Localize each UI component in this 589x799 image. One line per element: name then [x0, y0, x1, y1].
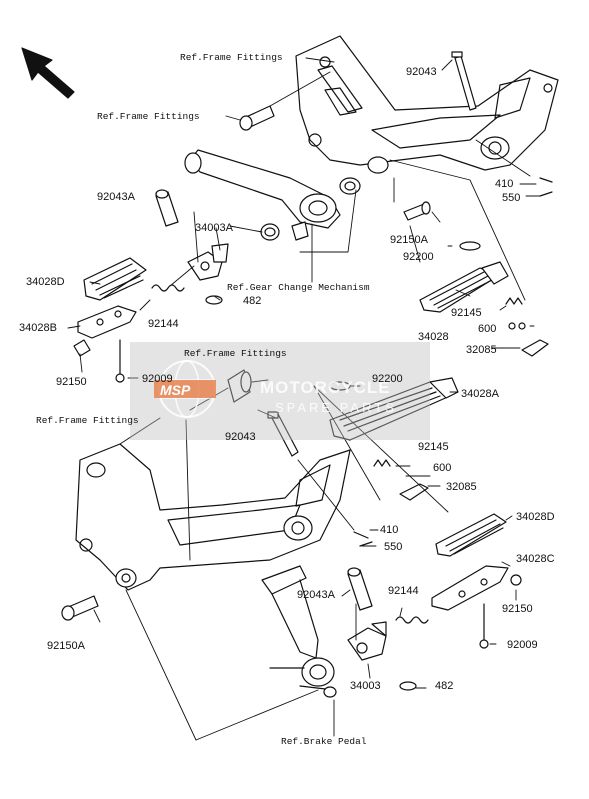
watermark-globe-logo-icon: MSP: [154, 360, 216, 418]
part-label: 92150: [56, 376, 87, 388]
part-label: 34003: [350, 680, 381, 692]
part-label: 92144: [388, 585, 419, 597]
pin-92043A-top: [155, 189, 179, 227]
part-label: 92145: [418, 441, 449, 453]
pin-550-mid: [359, 541, 373, 547]
part-label: 92150A: [390, 234, 428, 246]
front-direction-arrow-icon: [21, 47, 75, 99]
circlip-410-mid: [353, 531, 369, 539]
footpeg-rubber-34028D-bottom: [435, 513, 507, 557]
upper-bracket: [295, 35, 559, 174]
clevis-34003A: [187, 243, 229, 281]
part-label: 600: [478, 323, 497, 335]
spring-92144-top: [151, 284, 185, 292]
spring-92144-bottom: [395, 616, 429, 624]
bolt-92043-mid: [267, 411, 299, 457]
part-label: 32085: [446, 481, 477, 493]
footpeg-bracket-34028B: [77, 305, 137, 339]
spring-92145-top: [505, 297, 523, 305]
part-label: 92009: [507, 639, 538, 651]
watermark-banner: MSP MOTORCYCLE SPARE PARTS: [130, 342, 430, 440]
svg-text:MSP: MSP: [160, 382, 191, 398]
part-label: 550: [502, 192, 521, 204]
ref-frame-fittings-mid: Ref.Frame Fittings: [184, 348, 287, 359]
part-label: 92150: [502, 603, 533, 615]
part-label: 92144: [148, 318, 179, 330]
footpeg-rubber-34028D-top: [83, 257, 147, 301]
part-label: 92200: [403, 251, 434, 263]
pin-92043A-bottom: [347, 567, 373, 611]
part-label: 34028D: [26, 276, 65, 288]
part-label: 34028C: [516, 553, 555, 565]
part-label: 410: [495, 178, 514, 190]
watermark-subtitle: SPARE PARTS: [275, 400, 397, 415]
ref-frame-fittings-top2: Ref.Frame Fittings: [97, 111, 200, 122]
part-label: 92009: [142, 373, 173, 385]
spring-92145-mid: [373, 459, 391, 467]
part-label: 92043A: [297, 589, 335, 601]
footpeg-34028A: [329, 377, 459, 441]
part-label: 550: [384, 541, 403, 553]
part-label: 92043: [406, 66, 437, 78]
bolt-92043-top: [451, 51, 477, 111]
bolt-92150A-top: [403, 201, 431, 221]
part-label: 600: [433, 462, 452, 474]
part-label: 482: [243, 295, 262, 307]
part-label: 92200: [372, 373, 403, 385]
ref-frame-fittings-top1: Ref.Frame Fittings: [180, 52, 283, 63]
bolt-92150-right: [510, 574, 522, 586]
part-label: 92043A: [97, 191, 135, 203]
part-label: 34028D: [516, 511, 555, 523]
part-label: 34028A: [461, 388, 499, 400]
footpeg-bracket-34028C: [431, 565, 509, 611]
ball-600-top: [508, 322, 526, 330]
part-label: 34028B: [19, 322, 57, 334]
ref-brake-pedal: Ref.Brake Pedal: [281, 736, 367, 747]
part-label: 34003A: [195, 222, 233, 234]
part-label: 92150A: [47, 640, 85, 652]
clevis-34003: [347, 621, 387, 661]
part-label: 92145: [451, 307, 482, 319]
bolt-frame-mid: [227, 369, 252, 403]
washer-92200-top: [459, 241, 481, 251]
bolt-92150A-bottom: [61, 595, 99, 621]
detent-32085-top: [521, 339, 549, 357]
part-label: 410: [380, 524, 399, 536]
detent-32085-mid: [399, 483, 429, 501]
bolt-92009-left: [115, 339, 125, 383]
part-label: 34028: [418, 331, 449, 343]
ref-frame-fittings-left: Ref.Frame Fittings: [36, 415, 139, 426]
circlip-410-top: [539, 177, 553, 183]
part-label: 32085: [466, 344, 497, 356]
bolt-frame-top: [239, 105, 275, 131]
washer-482-bottom: [399, 681, 417, 691]
ref-gear-change-mechanism: Ref.Gear Change Mechanism: [227, 282, 370, 293]
shift-lever: [184, 149, 341, 229]
shaft-rings: [260, 177, 361, 241]
brake-pedal: [261, 565, 337, 698]
footpeg-34028: [419, 261, 509, 313]
bolt-92009-right: [479, 603, 489, 649]
part-label: 92043: [225, 431, 256, 443]
bolt-92150-left: [73, 339, 91, 357]
part-label: 482: [435, 680, 454, 692]
leader-lines: [67, 57, 541, 741]
lower-bracket: [75, 443, 351, 591]
watermark-title: MOTORCYCLE: [260, 378, 391, 397]
pin-550-top: [539, 191, 553, 197]
